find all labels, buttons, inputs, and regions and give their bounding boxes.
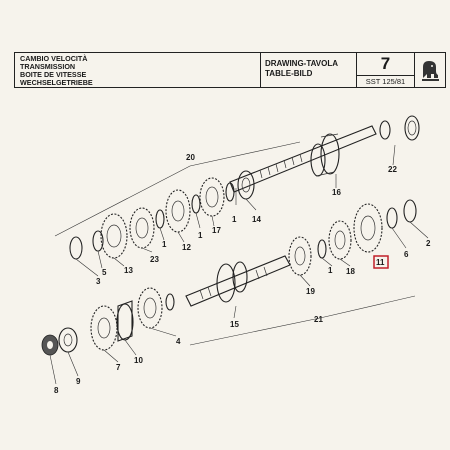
group-20-bracket	[54, 141, 301, 237]
reference-code: SST 125/81	[365, 77, 406, 86]
leader-lines	[49, 144, 429, 385]
gear-18	[328, 220, 352, 260]
title-italian: CAMBIO VELOCITÀ	[20, 54, 88, 63]
gear-17	[199, 177, 225, 217]
main-shaft-16	[229, 125, 377, 193]
drawing-label-line1: DRAWING-TAVOLA	[265, 59, 339, 68]
callout-8: 8	[54, 386, 59, 395]
brand-logo	[415, 53, 445, 87]
layshaft-15	[185, 255, 291, 307]
nut-8	[41, 334, 59, 356]
washer-22	[379, 120, 391, 140]
bearing-4	[137, 287, 163, 329]
callout-18: 18	[346, 267, 355, 276]
washer-2	[403, 199, 417, 223]
bush-17	[225, 182, 235, 202]
group-21-bracket	[189, 295, 416, 346]
callout-16: 16	[332, 188, 341, 197]
callout-5: 5	[102, 268, 107, 277]
washer-1-mid	[155, 209, 165, 229]
callout-11: 11	[376, 258, 385, 267]
callout-7: 7	[116, 363, 121, 372]
table-number: 7	[357, 53, 414, 76]
callout-1c: 1	[162, 240, 167, 249]
callout-14: 14	[252, 215, 261, 224]
callout-6: 6	[404, 250, 409, 259]
callout-17: 17	[212, 226, 221, 235]
title-languages: CAMBIO VELOCITÀ TRANSMISSION BOITE DE VI…	[15, 53, 261, 87]
washer-4	[165, 293, 175, 311]
callout-12: 12	[182, 243, 191, 252]
ring-6	[386, 207, 398, 229]
callout-19: 19	[306, 287, 315, 296]
sprocket-7	[90, 305, 118, 351]
callout-15: 15	[230, 320, 239, 329]
washer-1-upper	[191, 194, 201, 214]
gear-11	[353, 203, 383, 253]
gear-23	[129, 207, 155, 249]
title-german: WECHSELGETRIEBE	[20, 78, 93, 87]
drawing-label-line2: TABLE-BILD	[265, 69, 313, 78]
lock-plate-9	[58, 327, 78, 353]
gear-22-ring	[404, 115, 420, 141]
elephant-logo-icon	[422, 61, 439, 81]
title-french: BOITE DE VITESSE	[20, 70, 87, 79]
callout-4: 4	[176, 337, 181, 346]
title-english: TRANSMISSION	[20, 62, 76, 71]
highlight-box-part-11	[373, 255, 389, 269]
callout-9: 9	[76, 377, 81, 386]
callout-21: 21	[314, 315, 323, 324]
title-block: CAMBIO VELOCITÀ TRANSMISSION BOITE DE VI…	[14, 52, 446, 88]
washer-1-lower	[317, 239, 327, 259]
table-number-cell: 7 SST 125/81	[357, 53, 415, 87]
callout-22: 22	[388, 165, 397, 174]
drawing-label: DRAWING-TAVOLA TABLE-BILD	[261, 53, 357, 87]
callout-20: 20	[186, 153, 195, 162]
washer-3	[69, 236, 83, 260]
callout-13: 13	[124, 266, 133, 275]
callout-1: 1	[232, 215, 237, 224]
callout-2: 2	[426, 239, 431, 248]
gear-19	[288, 236, 312, 276]
callout-10: 10	[134, 356, 143, 365]
callout-1-lower: 1	[328, 266, 333, 275]
callout-23: 23	[150, 255, 159, 264]
gear-12	[165, 189, 191, 233]
bush-10	[116, 300, 134, 342]
callout-1b: 1	[198, 231, 203, 240]
gear-13	[100, 213, 128, 259]
callout-3: 3	[96, 277, 101, 286]
